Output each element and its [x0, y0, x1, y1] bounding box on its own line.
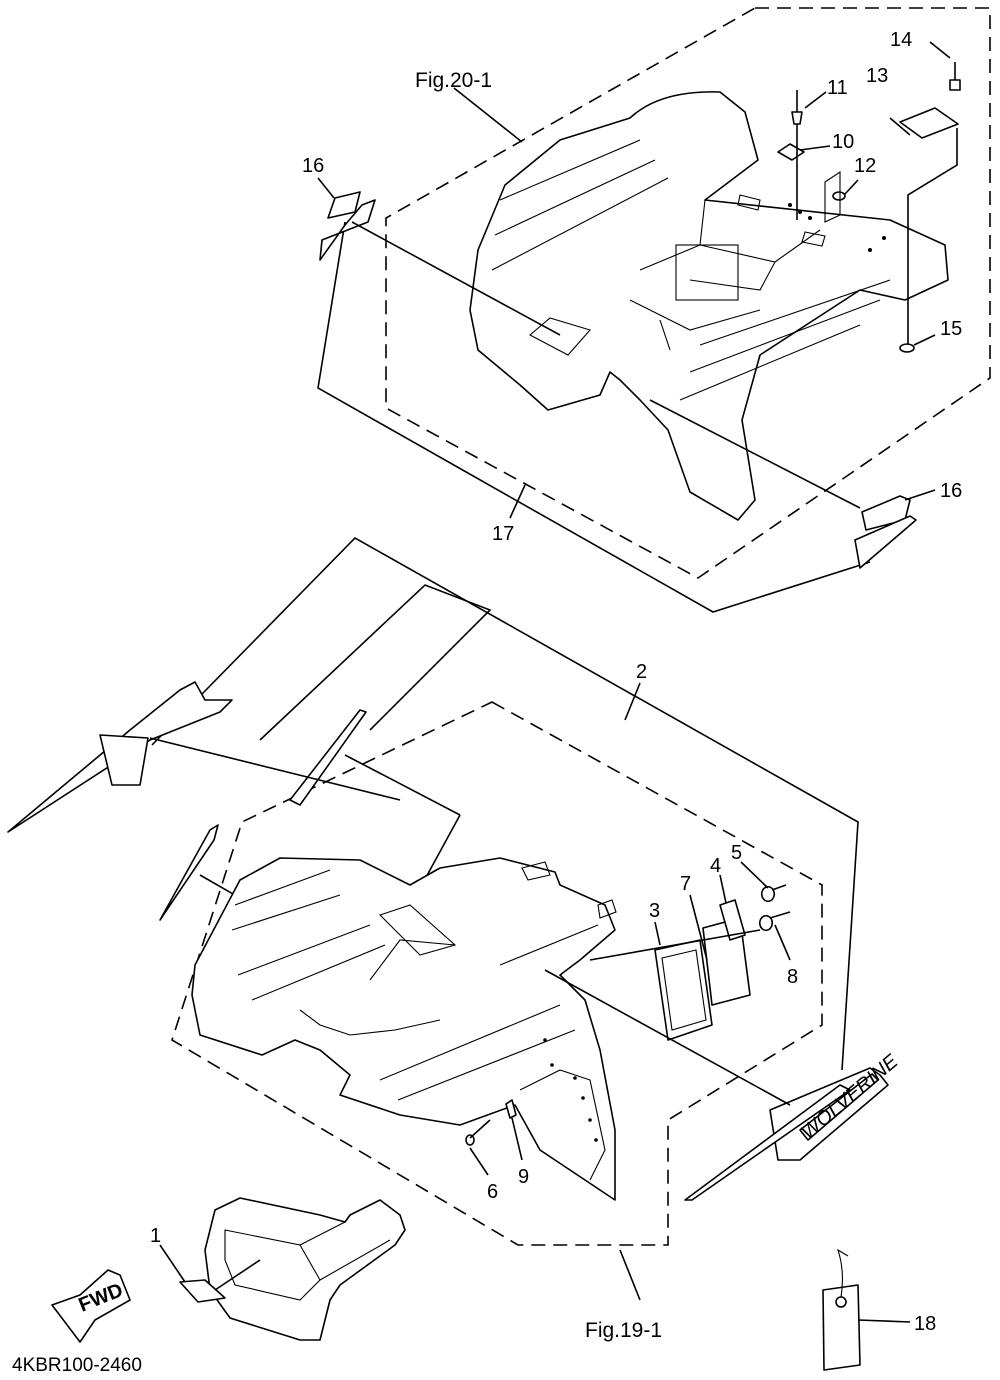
decal-leader-1 — [149, 737, 401, 801]
leader-13 — [889, 117, 911, 136]
connector-13-15 — [907, 128, 958, 345]
leader-2 — [624, 682, 641, 721]
screw-8 — [758, 911, 791, 932]
callout-7: 7 — [680, 873, 691, 895]
callout-9: 9 — [518, 1166, 529, 1188]
rivet-11 — [791, 90, 803, 125]
leader-14 — [929, 41, 951, 59]
rear-fender-underside — [629, 299, 761, 351]
side-decal-center-b — [289, 709, 367, 806]
leader-9 — [511, 1117, 523, 1161]
callout-16-right: 16 — [940, 480, 962, 502]
rear-emblem-mount-left — [529, 317, 591, 356]
rear-fender-boundary — [385, 7, 991, 579]
rear-fender-stripes-right — [679, 279, 891, 401]
callout-4: 4 — [710, 855, 721, 877]
callout-10: 10 — [832, 131, 854, 153]
decal-leader-3 — [344, 754, 461, 816]
rear-fender-stripes-left — [491, 139, 669, 271]
leader-8 — [774, 924, 791, 961]
emblem-16-left — [317, 177, 561, 336]
washer-15 — [899, 343, 915, 353]
drawing-code: 4KBR100-2460 — [12, 1355, 142, 1376]
front-assembly-outline — [151, 537, 859, 1071]
clip-6 — [465, 1134, 475, 1146]
bracket-12 — [824, 170, 841, 223]
callout-12: 12 — [854, 155, 876, 177]
leader-17 — [509, 484, 526, 519]
emblem-1 — [159, 1244, 261, 1303]
side-decal-left-tab — [99, 734, 149, 786]
callout-13: 13 — [866, 65, 888, 87]
leader-7 — [689, 894, 708, 961]
screw-14 — [949, 62, 961, 91]
decal-strip-upper — [259, 584, 492, 741]
front-fender-group: WOLVERINE FWD — [7, 537, 911, 1371]
figure-ref-rear[interactable]: Fig.20-1 — [415, 69, 492, 92]
leader-fig19 — [619, 1249, 641, 1301]
rear-fender-bumps — [737, 194, 826, 247]
connector-8 — [589, 929, 761, 961]
callout-8: 8 — [787, 966, 798, 988]
side-decal-center-a — [159, 824, 219, 921]
rear-fender-group — [317, 7, 991, 613]
front-fender — [191, 857, 616, 1201]
rear-assembly-outline — [317, 221, 871, 613]
plate-10 — [777, 143, 805, 161]
plate-13 — [899, 107, 959, 139]
front-fender-inner — [519, 1069, 606, 1181]
figure-ref-front[interactable]: Fig.19-1 — [585, 1319, 662, 1342]
callout-15: 15 — [940, 318, 962, 340]
front-fender-boundary — [171, 701, 823, 1246]
callout-1: 1 — [150, 1225, 161, 1247]
rear-fender-center-cutout — [675, 244, 739, 301]
callout-3: 3 — [649, 900, 660, 922]
front-fender-clips — [521, 861, 617, 919]
leader-12 — [844, 179, 859, 195]
callout-2: 2 — [636, 661, 647, 683]
screw-9 — [505, 1099, 517, 1119]
plate-4 — [719, 899, 746, 941]
front-fender-center-hood — [369, 904, 457, 981]
fwd-arrow: FWD — [51, 1269, 131, 1343]
leader-fig20 — [453, 87, 523, 143]
callout-11: 11 — [827, 77, 848, 99]
leader-4 — [719, 874, 727, 904]
reflector-3 — [654, 939, 713, 1041]
emblem-16-right — [649, 399, 936, 569]
grommet-12 — [832, 191, 846, 201]
connector-6 — [469, 1119, 491, 1139]
leader-10 — [799, 145, 831, 151]
front-guard — [204, 1197, 406, 1341]
front-fender-lower-edge — [299, 1009, 441, 1036]
leader-5 — [740, 861, 769, 889]
front-fender-stripes-left — [231, 869, 386, 1001]
leader-6 — [469, 1147, 489, 1176]
callout-16-left: 16 — [302, 155, 324, 177]
callout-17: 17 — [492, 523, 514, 545]
callout-5: 5 — [731, 842, 742, 864]
screw-5 — [760, 884, 787, 903]
callout-14: 14 — [890, 29, 912, 51]
rear-fender — [469, 91, 949, 521]
tag-18 — [822, 1248, 911, 1371]
leader-11 — [804, 91, 827, 109]
leader-15 — [913, 334, 936, 346]
front-guard-bars — [299, 1221, 391, 1281]
leader-3 — [654, 921, 661, 946]
callout-6: 6 — [487, 1181, 498, 1203]
callout-18: 18 — [914, 1313, 936, 1335]
